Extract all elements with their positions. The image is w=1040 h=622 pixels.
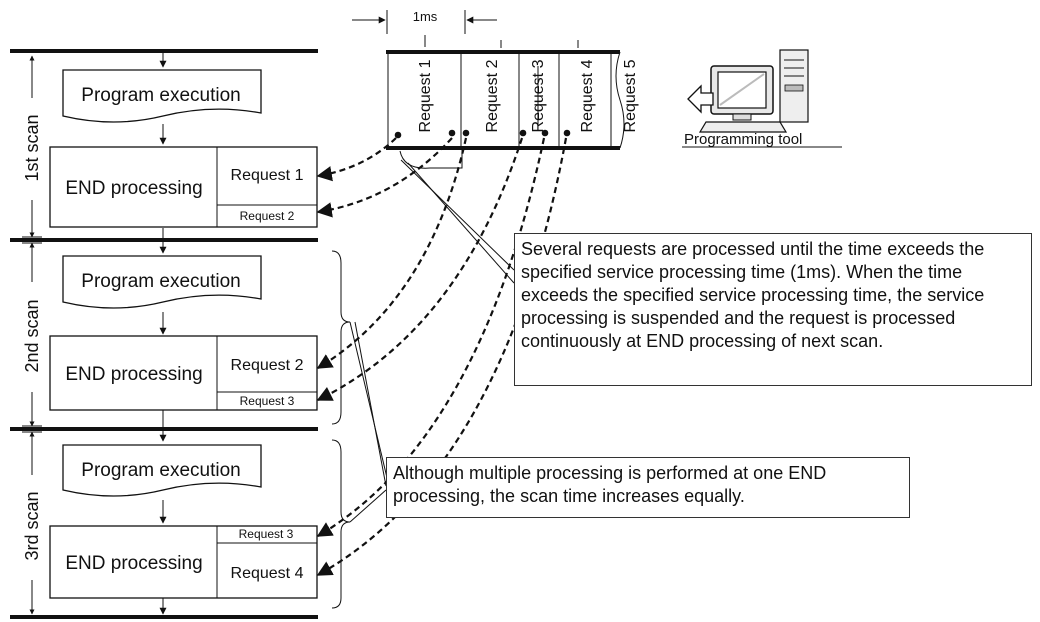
end-processing-block (49, 146, 318, 228)
scan-3-group: Program execution END processing Request… (49, 444, 318, 599)
scan-extent-1 (22, 55, 42, 238)
scan-extent-3 (22, 431, 42, 615)
program-execution-label: Program execution (81, 271, 240, 292)
multi-processing-note: Although multiple processing is performe… (386, 457, 910, 518)
service-processing-note: Several requests are processed until the… (514, 233, 1032, 386)
left-arrow-icon (687, 84, 714, 114)
scan-label-3: 3rd scan (22, 491, 42, 560)
request-stream (386, 35, 625, 150)
program-execution-label: Program execution (81, 85, 240, 106)
end-request-sub: Request 3 (239, 527, 294, 541)
end-processing-block (49, 525, 318, 599)
stream-request-4: Request 4 (579, 59, 596, 132)
scan-extent-2 (22, 242, 42, 427)
stream-request-1: Request 1 (417, 59, 434, 132)
computer-icon (698, 49, 809, 133)
program-execution-label: Program execution (81, 460, 240, 481)
request-arrows (316, 137, 568, 576)
end-request-main: Request 1 (231, 167, 304, 184)
program-execution-block (62, 69, 262, 123)
scan-2-group: Program execution END processing Request… (49, 255, 318, 411)
end-request-main: Request 2 (231, 357, 304, 374)
end-request-main: Request 4 (231, 565, 304, 582)
scan-label-1: 1st scan (22, 114, 42, 181)
scan-1-group: Program execution END processing Request… (49, 69, 318, 228)
program-execution-block (62, 444, 262, 497)
end-request-sub: Request 2 (240, 209, 295, 223)
end-request-sub: Request 3 (240, 394, 295, 408)
timing-marker (352, 10, 497, 34)
scan-label-2: 2nd scan (22, 299, 42, 372)
leader-lines (349, 150, 515, 523)
tool-label: Programming tool (684, 131, 802, 148)
end-processing-label: END processing (65, 364, 202, 385)
timing-label: 1ms (413, 9, 438, 24)
brace-2nd-scan (331, 250, 351, 425)
program-execution-block (62, 255, 262, 309)
end-processing-label: END processing (65, 178, 202, 199)
brace-3rd-scan (331, 439, 351, 609)
stream-request-2: Request 2 (484, 59, 501, 132)
end-processing-label: END processing (65, 553, 202, 574)
stream-request-5: Request 5 (622, 59, 639, 132)
end-processing-block (49, 335, 318, 411)
